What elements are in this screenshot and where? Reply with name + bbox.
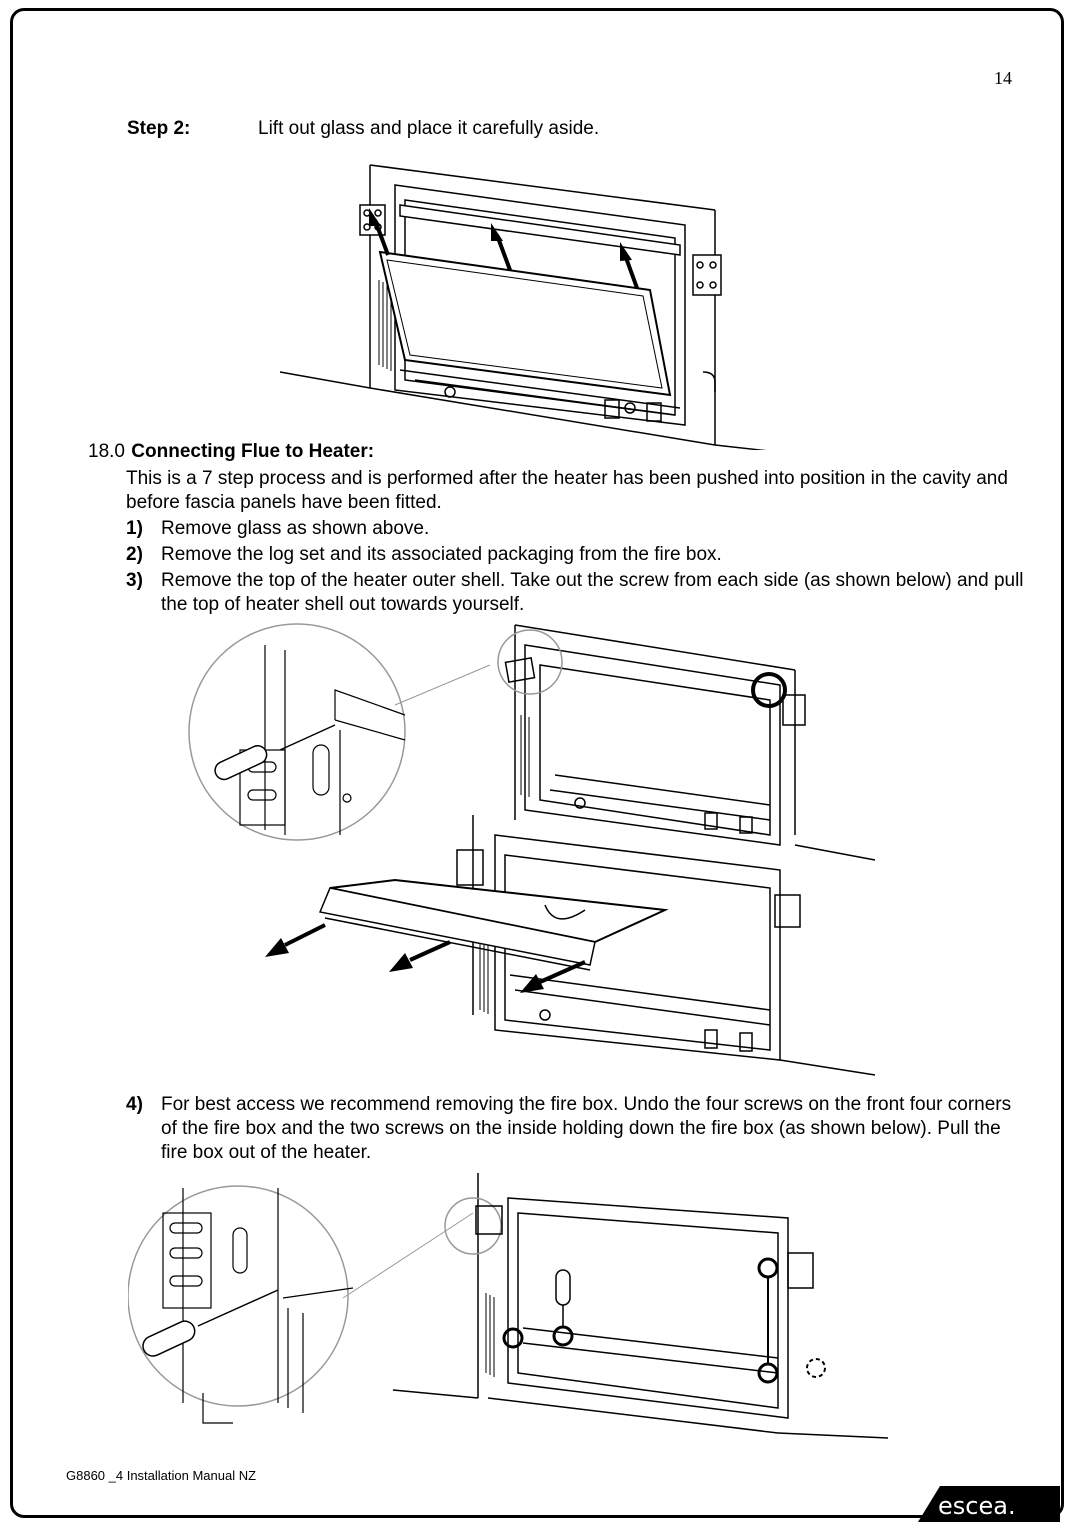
list-item: 2) Remove the log set and its associated … (126, 543, 1026, 567)
section-number: 18.0 (88, 441, 125, 462)
figure-remove-firebox (128, 1168, 893, 1443)
list-item: 1) Remove glass as shown above. (126, 517, 1026, 541)
list-item: 4) For best access we recommend removing … (126, 1093, 1026, 1165)
escea-logo: escea. (900, 1478, 1060, 1522)
step-number: 3) (126, 570, 143, 591)
step-text: Remove the top of the heater outer shell… (161, 570, 1024, 615)
steps-list-1: 1) Remove glass as shown above. 2) Remove … (126, 517, 1026, 619)
step-number: 4) (126, 1094, 143, 1115)
section-title: Connecting Flue to Heater: (131, 441, 375, 462)
step-text: Lift out glass and place it carefully as… (258, 118, 600, 139)
page-border (10, 8, 1064, 1518)
figure-remove-glass (275, 160, 815, 450)
section-heading: 18.0 Connecting Flue to Heater: (88, 441, 374, 463)
footer-document-id: G8860 _4 Installation Manual NZ (66, 1468, 257, 1483)
brand-text: escea. (938, 1492, 1016, 1520)
page-number: 14 (994, 68, 1012, 88)
figure-remove-top-shell (185, 620, 885, 1090)
step-text: Remove glass as shown above. (161, 518, 430, 539)
steps-list-2: 4) For best access we recommend removing … (126, 1093, 1026, 1167)
step-text: For best access we recommend removing th… (161, 1094, 1012, 1163)
step-number: 2) (126, 544, 143, 565)
step-number: 1) (126, 518, 143, 539)
list-item: 3) Remove the top of the heater outer she… (126, 569, 1026, 617)
step-label: Step 2: (127, 118, 191, 139)
section-intro: This is a 7 step process and is performe… (126, 468, 1008, 513)
step-text: Remove the log set and its associated pa… (161, 544, 722, 565)
